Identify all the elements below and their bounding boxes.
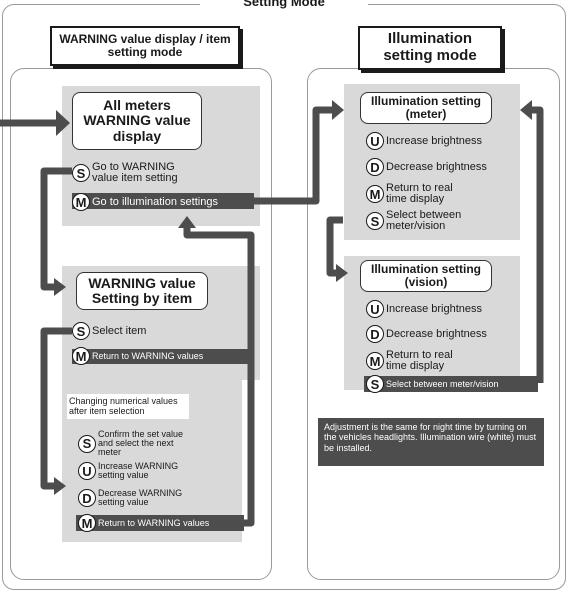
- s-go-label: Go to WARNING value item setting: [92, 161, 178, 184]
- return-up-arrow: [183, 228, 255, 527]
- return-bar: [72, 349, 254, 364]
- d-decrease-row: D Decrease WARNING setting value: [78, 489, 238, 507]
- m-go-row: M Go to illumination settings: [72, 193, 252, 211]
- m-key-icon[interactable]: M: [72, 193, 90, 211]
- d-decrease-label: Decrease WARNING setting value: [98, 488, 183, 507]
- page-title: Setting Mode: [200, 0, 368, 9]
- u-key-icon[interactable]: U: [366, 132, 384, 150]
- s-to-byitem-arrow: [40, 167, 72, 291]
- u2-row: U Increase brightness: [366, 300, 516, 318]
- s-key-icon[interactable]: S: [72, 164, 90, 182]
- u-increase-label: Increase WARNING setting value: [98, 461, 179, 480]
- s1-row: S Select between meter/vision: [366, 210, 516, 232]
- d-key-icon[interactable]: D: [366, 158, 384, 176]
- m1-label: Return to real time display: [386, 182, 453, 205]
- d1-row: D Decrease brightness: [366, 158, 516, 176]
- m-return2-label: Return to WARNING values: [98, 517, 210, 528]
- vision-box: Illumination setting (vision): [360, 260, 492, 292]
- meter-box: Illumination setting (meter): [360, 92, 492, 124]
- m-return-row: M Return to WARNING values: [72, 347, 252, 365]
- meter-s-loop-arrow: [326, 216, 343, 277]
- adjustment-note: Adjustment is the same for night time by…: [318, 418, 544, 466]
- s-key-icon[interactable]: S: [366, 375, 384, 393]
- d-key-icon[interactable]: D: [78, 489, 96, 507]
- illumination-bar: [72, 193, 254, 209]
- vision-return-arrow: [532, 106, 544, 383]
- m-go-label: Go to illumination settings: [92, 195, 218, 208]
- left-header: WARNING value display / item setting mod…: [50, 26, 240, 66]
- select-loop-arrow: [40, 327, 72, 490]
- s-key-icon[interactable]: S: [366, 212, 384, 230]
- m-key-icon[interactable]: M: [366, 185, 384, 203]
- d1-label: Decrease brightness: [386, 160, 487, 173]
- s2-row: S Select between meter/vision: [366, 375, 538, 393]
- u-key-icon[interactable]: U: [366, 300, 384, 318]
- right-header: Illumination setting mode: [358, 26, 502, 70]
- s-confirm-row: S Confirm the set value and select the n…: [78, 430, 238, 457]
- return2-bar: [76, 515, 244, 531]
- d2-row: D Decrease brightness: [366, 325, 516, 343]
- m-return-label: Return to WARNING values: [92, 350, 204, 361]
- u1-label: Increase brightness: [386, 134, 482, 147]
- d2-label: Decrease brightness: [386, 327, 487, 340]
- s-go-row: S Go to WARNING value item setting: [72, 162, 232, 184]
- m2-label: Return to real time display: [386, 349, 453, 372]
- all-meters-box: All meters WARNING value display: [72, 92, 202, 150]
- s-key-icon[interactable]: S: [72, 322, 90, 340]
- m2-row: M Return to real time display: [366, 350, 516, 372]
- u-increase-row: U Increase WARNING setting value: [78, 462, 238, 480]
- s-select-label: Select item: [92, 324, 147, 337]
- s1-label: Select between meter/vision: [386, 209, 462, 232]
- s-select-row: S Select item: [72, 322, 232, 340]
- m-return2-row: M Return to WARNING values: [78, 514, 244, 532]
- m-key-icon[interactable]: M: [78, 514, 96, 532]
- u2-label: Increase brightness: [386, 302, 482, 315]
- s-key-icon[interactable]: S: [78, 434, 96, 453]
- m-to-illumination-arrow: [240, 106, 332, 205]
- s2-label: Select between meter/vision: [386, 378, 499, 389]
- by-item-box: WARNING value Setting by item: [76, 272, 208, 310]
- m-key-icon[interactable]: M: [72, 347, 90, 365]
- u1-row: U Increase brightness: [366, 132, 516, 150]
- u-key-icon[interactable]: U: [78, 462, 96, 480]
- d-key-icon[interactable]: D: [366, 325, 384, 343]
- changing-note: Changing numerical values after item sel…: [67, 394, 189, 419]
- m-key-icon[interactable]: M: [366, 352, 384, 370]
- m1-row: M Return to real time display: [366, 183, 516, 205]
- s-confirm-label: Confirm the set value and select the nex…: [98, 429, 184, 457]
- select-vision-bar: [364, 376, 538, 392]
